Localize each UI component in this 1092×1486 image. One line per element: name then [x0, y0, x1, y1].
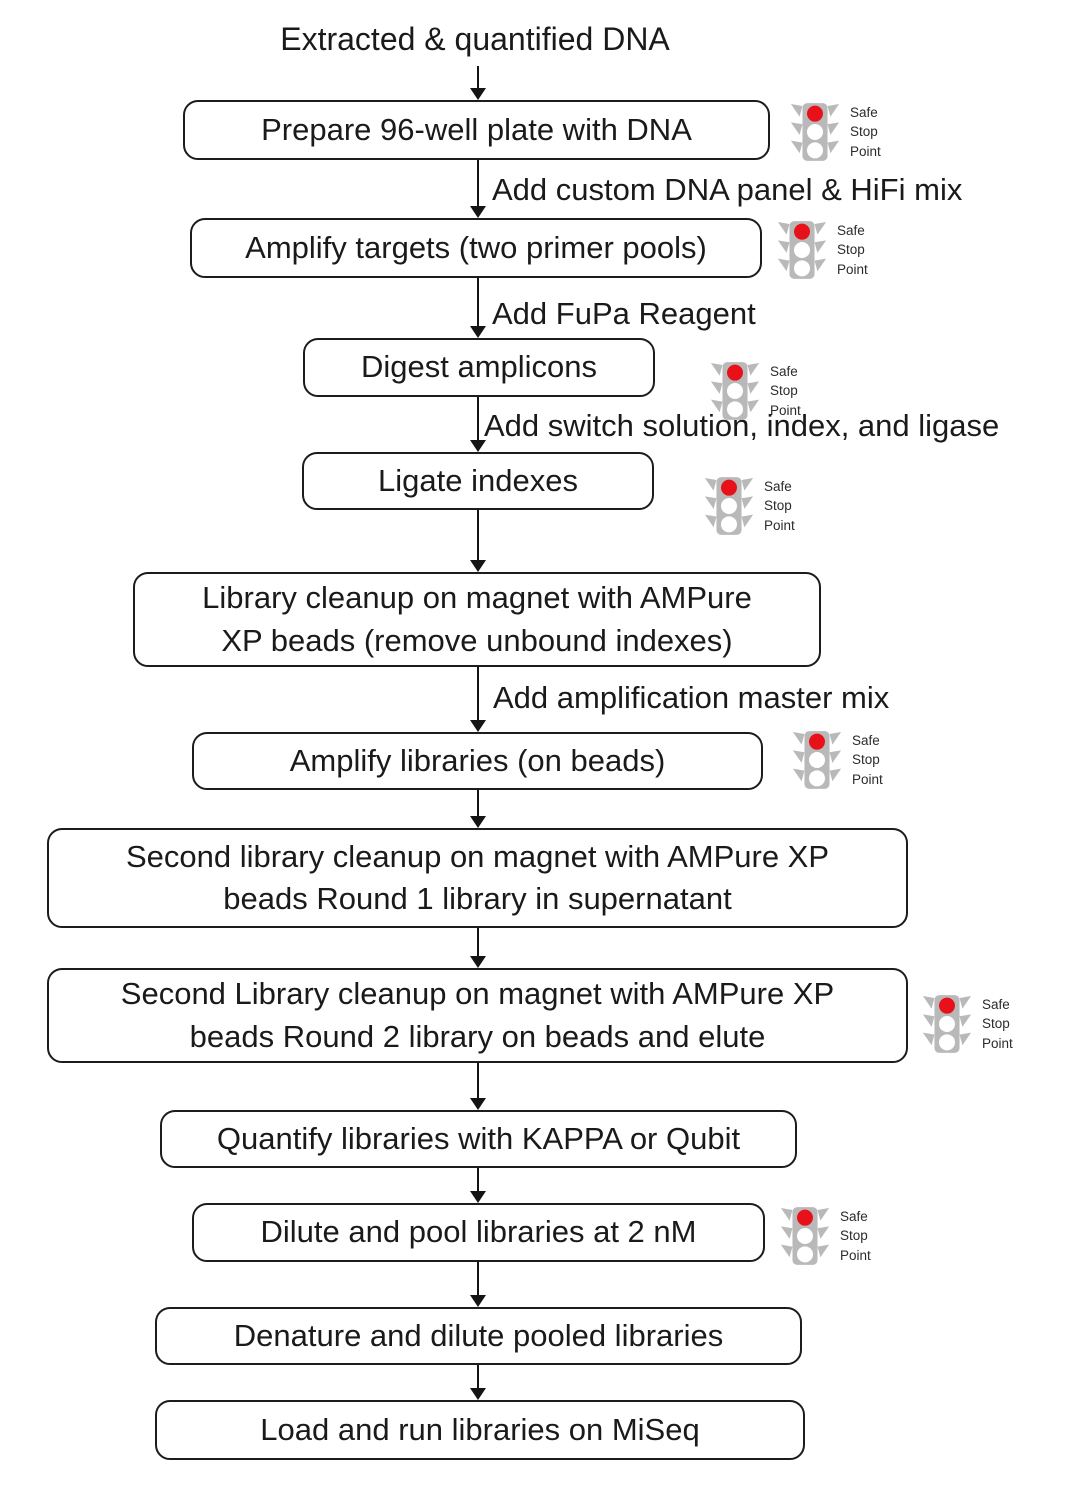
- edge-label-add-master-mix: Add amplification master mix: [493, 680, 890, 715]
- step-second-cleanup-round-1: Second library cleanup on magnet with AM…: [47, 828, 908, 928]
- safe-stop-point-label: Safe Stop Point: [840, 1208, 871, 1263]
- step-load-run-miseq: Load and run libraries on MiSeq: [155, 1400, 805, 1460]
- safe-stop-point-label: Safe Stop Point: [770, 363, 801, 418]
- step-amplify-targets: Amplify targets (two primer pools): [190, 218, 762, 278]
- traffic-light-icon: [777, 221, 827, 279]
- flow-arrow: [470, 928, 486, 968]
- safe-stop-point-label: Safe Stop Point: [837, 222, 868, 277]
- traffic-light-icon: [780, 1207, 830, 1265]
- edge-label-add-fupa: Add FuPa Reagent: [492, 296, 756, 331]
- safe-stop-point-indicator: Safe Stop Point: [788, 101, 881, 163]
- safe-stop-point-indicator: Safe Stop Point: [790, 729, 883, 791]
- traffic-light-icon: [792, 731, 842, 789]
- flow-arrow: [470, 66, 486, 100]
- step-denature-dilute: Denature and dilute pooled libraries: [155, 1307, 802, 1365]
- flow-arrow: [470, 1262, 486, 1307]
- safe-stop-point-indicator: Safe Stop Point: [775, 219, 868, 281]
- flow-arrow: [470, 1365, 486, 1400]
- traffic-light-icon: [922, 995, 972, 1053]
- safe-stop-point-label: Safe Stop Point: [982, 996, 1013, 1051]
- step-amplify-libraries: Amplify libraries (on beads): [192, 732, 763, 790]
- flow-arrow: [470, 1168, 486, 1203]
- traffic-light-icon: [704, 477, 754, 535]
- safe-stop-point-label: Safe Stop Point: [764, 478, 795, 533]
- step-library-cleanup: Library cleanup on magnet with AMPure XP…: [133, 572, 821, 667]
- edge-label-add-panel-hifi: Add custom DNA panel & HiFi mix: [492, 172, 963, 207]
- flow-arrow: [470, 397, 486, 452]
- flow-arrow: [470, 160, 486, 218]
- safe-stop-point-indicator: Safe Stop Point: [702, 475, 795, 537]
- traffic-light-icon: [710, 362, 760, 420]
- flow-arrow: [470, 278, 486, 338]
- safe-stop-point-indicator: Safe Stop Point: [778, 1205, 871, 1267]
- safe-stop-point-indicator: Safe Stop Point: [920, 993, 1013, 1055]
- flow-arrow: [470, 1063, 486, 1110]
- flow-arrow: [470, 510, 486, 572]
- safe-stop-point-indicator: Safe Stop Point: [708, 360, 801, 422]
- step-ligate-indexes: Ligate indexes: [302, 452, 654, 510]
- step-dilute-pool-libraries: Dilute and pool libraries at 2 nM: [192, 1203, 765, 1262]
- safe-stop-point-label: Safe Stop Point: [852, 732, 883, 787]
- flow-arrow: [470, 790, 486, 828]
- step-prepare-plate: Prepare 96-well plate with DNA: [183, 100, 770, 160]
- flow-arrow: [470, 667, 486, 732]
- safe-stop-point-label: Safe Stop Point: [850, 104, 881, 159]
- traffic-light-icon: [790, 103, 840, 161]
- step-digest-amplicons: Digest amplicons: [303, 338, 655, 397]
- flow-start-label: Extracted & quantified DNA: [280, 21, 670, 57]
- step-second-cleanup-round-2: Second Library cleanup on magnet with AM…: [47, 968, 908, 1063]
- step-quantify-libraries: Quantify libraries with KAPPA or Qubit: [160, 1110, 797, 1168]
